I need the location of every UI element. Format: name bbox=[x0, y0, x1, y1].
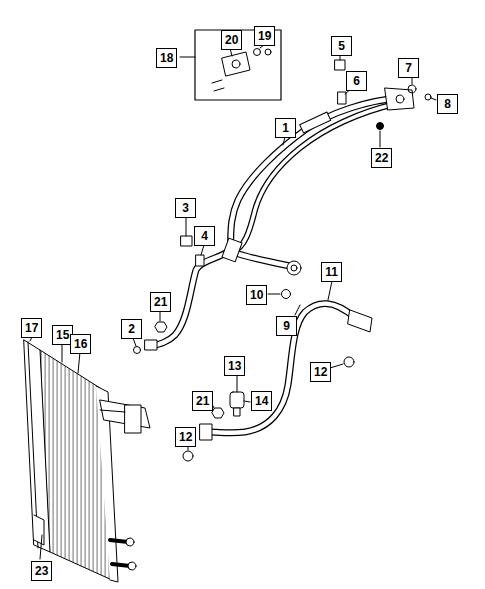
callout-number: 6 bbox=[346, 71, 367, 91]
callout-number: 17 bbox=[21, 318, 42, 338]
callout-number: 21 bbox=[192, 391, 213, 411]
callout-number: 12 bbox=[310, 362, 331, 382]
callout-number: 18 bbox=[156, 48, 177, 68]
callout-number: 13 bbox=[224, 356, 245, 376]
callout-number: 2 bbox=[121, 319, 142, 339]
callout-number: 9 bbox=[276, 316, 297, 336]
callout-number: 16 bbox=[70, 334, 91, 354]
callout-number: 22 bbox=[371, 148, 392, 168]
callout-number: 3 bbox=[175, 198, 196, 218]
callout-number: 5 bbox=[331, 36, 352, 56]
callout-number: 12 bbox=[175, 427, 196, 447]
callout-number: 14 bbox=[251, 391, 272, 411]
callout-number: 1 bbox=[275, 118, 296, 138]
callout-number: 7 bbox=[398, 58, 419, 78]
callout-number: 23 bbox=[31, 561, 52, 581]
callout-number: 8 bbox=[437, 94, 458, 114]
callout-number: 19 bbox=[254, 26, 275, 46]
callout-number: 4 bbox=[194, 226, 215, 246]
callout-number: 11 bbox=[321, 262, 342, 282]
callout-number: 20 bbox=[221, 30, 242, 50]
callout-number: 21 bbox=[150, 292, 171, 312]
callout-number: 10 bbox=[246, 285, 267, 305]
